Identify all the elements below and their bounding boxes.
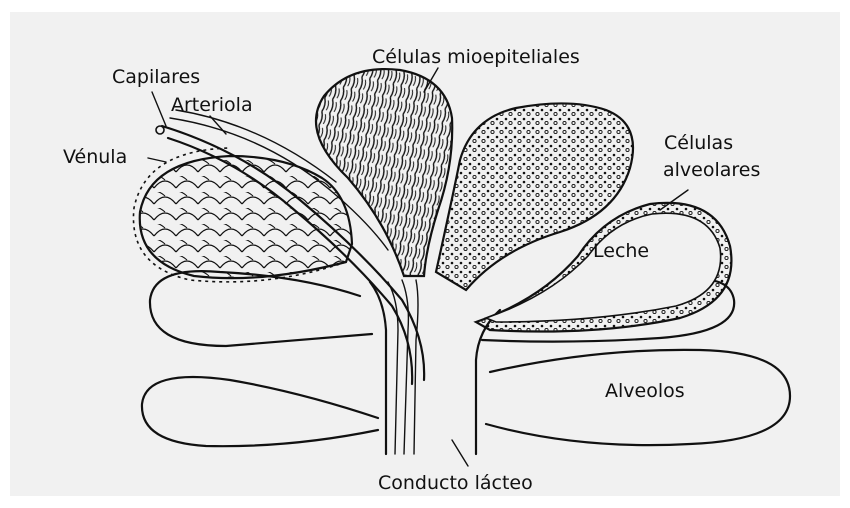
label-celulas-mioepiteliales: Células mioepiteliales — [372, 46, 580, 68]
label-leche: Leche — [593, 240, 649, 262]
label-conducto-lacteo: Conducto lácteo — [378, 472, 533, 494]
label-alveolares: alveolares — [663, 159, 760, 181]
label-capilares: Capilares — [112, 66, 200, 88]
label-venula: Vénula — [63, 146, 127, 168]
alveolo-capilares — [133, 148, 352, 282]
conducto-lacteo-duct — [370, 280, 500, 454]
label-celulas: Células — [664, 132, 733, 154]
label-alveolos: Alveolos — [605, 380, 685, 402]
alveolo-lower-left — [142, 377, 378, 446]
alveolo-middle-left — [150, 271, 372, 346]
label-arteriola: Arteriola — [171, 94, 253, 116]
